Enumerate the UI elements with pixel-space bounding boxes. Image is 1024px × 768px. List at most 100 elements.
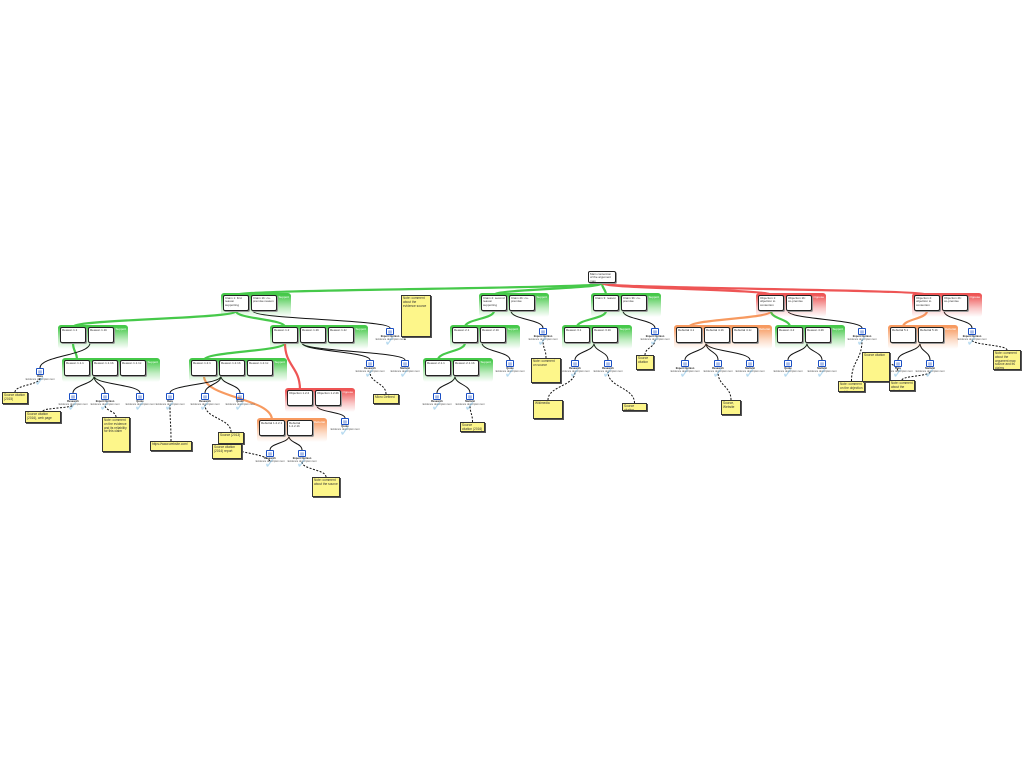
- note-card[interactable]: Note: comment about the source: [312, 477, 340, 497]
- claim-box[interactable]: Reason 2.1b: [480, 327, 506, 343]
- claim-box[interactable]: Rebuttal 5.1: [890, 327, 916, 343]
- evidence-type: Expert Opinion: [95, 400, 115, 403]
- group-type-label: Support: [648, 295, 659, 299]
- note-card[interactable]: Note: comment on the evidence and its re…: [102, 417, 130, 452]
- note-connector: [469, 404, 473, 423]
- note-card[interactable]: Wikimedia: [533, 400, 563, 419]
- claim-box[interactable]: Reason 2.1.1: [425, 360, 451, 376]
- note-card[interactable]: Source citation (2016) report: [460, 422, 485, 432]
- evidence-type: Data: [37, 375, 43, 378]
- checkmark-icon: ✓: [679, 365, 691, 381]
- checkmark-icon: ✓: [99, 398, 111, 414]
- claim-box[interactable]: Objection 2b: co-premise: [942, 295, 968, 311]
- claim-box[interactable]: Rebuttal 4.1c: [732, 327, 758, 343]
- claim-box[interactable]: Objection 1.2.2: [287, 390, 313, 406]
- note-card[interactable]: Note: comment on source: [531, 358, 561, 383]
- claim-box[interactable]: Reason 1.2.1b: [219, 360, 245, 376]
- note-card[interactable]: Source citation: [622, 403, 647, 411]
- checkmark-icon: ✓: [712, 365, 724, 381]
- note-card[interactable]: Note: comment about the argument map sou…: [993, 350, 1021, 370]
- claim-box[interactable]: Rebuttal 4.1: [676, 327, 702, 343]
- claim-box[interactable]: Reason 1.2b: [300, 327, 326, 343]
- claim-box[interactable]: Claim 3: reason: [593, 295, 619, 311]
- note-card[interactable]: Note: comment about the objection: [889, 380, 915, 391]
- claim-box[interactable]: Rebuttal 1.2.2.1: [259, 420, 285, 436]
- claim-box[interactable]: Reason 4.2: [777, 327, 803, 343]
- claim-box[interactable]: Reason 1.2c: [328, 327, 354, 343]
- claim-box[interactable]: Rebuttal 5.1b: [918, 327, 944, 343]
- claim-box[interactable]: Reason 3.1: [564, 327, 590, 343]
- claim-box[interactable]: Rebuttal 4.1b: [704, 327, 730, 343]
- evidence-type: Research: [602, 367, 614, 370]
- note-card[interactable]: Source citation: [636, 355, 654, 370]
- claim-box[interactable]: Reason 1.1: [60, 327, 86, 343]
- claim-box[interactable]: Reason 1.2.1: [191, 360, 217, 376]
- claim-box[interactable]: Claim 1: first reason supporting: [223, 295, 249, 311]
- claim-box[interactable]: Objection 2: objection to contention: [914, 295, 940, 311]
- checkmark-icon: ✓: [569, 365, 581, 381]
- claim-box[interactable]: Objection 1.2.2b: [315, 390, 341, 406]
- claim-box[interactable]: Reason 4.2b: [805, 327, 831, 343]
- evidence-icon: ▤: [433, 393, 441, 400]
- claim-box[interactable]: Claim 2b: co-premise: [509, 295, 535, 311]
- claim-box[interactable]: Objection 1: objection to contention: [758, 295, 784, 311]
- note-card[interactable]: Source citation (2014) report: [212, 444, 242, 459]
- note-card[interactable]: Micro Defined: [373, 394, 399, 404]
- evidence-type: Research: [569, 367, 581, 370]
- claim-box[interactable]: Objection 1b: co-premise: [786, 295, 812, 311]
- claim-box[interactable]: Claim 3b: co-premise: [621, 295, 647, 311]
- claim-box[interactable]: Reason 1.1b: [88, 327, 114, 343]
- claim-box[interactable]: Claim 2: second reason supporting: [481, 295, 507, 311]
- note-card[interactable]: Note: comment about the evidence source: [401, 295, 431, 337]
- claim-box[interactable]: Reason 3.1b: [592, 327, 618, 343]
- claim-box[interactable]: Reason 1.2.1c: [247, 360, 273, 376]
- note-card[interactable]: Source citation: [862, 352, 890, 382]
- claim-box[interactable]: Reason 2.1: [452, 327, 478, 343]
- claim-box[interactable]: Reason 1.1.1: [64, 360, 90, 376]
- claim-box[interactable]: Claim 1b: co-premise reason: [251, 295, 277, 311]
- note-card[interactable]: Note: comment on the objection and its e…: [838, 381, 865, 392]
- note-connector: [301, 461, 327, 478]
- claim-box[interactable]: Reason 1.1.1c: [120, 360, 146, 376]
- claim-box[interactable]: Reason 2.1.1b: [453, 360, 479, 376]
- claim-box[interactable]: Rebuttal 1.2.2.1b: [287, 420, 313, 436]
- evidence-icon: ▤: [784, 360, 792, 367]
- note-card[interactable]: Source (2013): [218, 432, 244, 444]
- main-contention[interactable]: Main contention of the argument map: [588, 271, 616, 283]
- claim-box[interactable]: Reason 1.2: [272, 327, 298, 343]
- note-card[interactable]: Source, Website: [721, 400, 741, 415]
- note-card[interactable]: Source citation (2015): [2, 392, 28, 404]
- claim-box[interactable]: Reason 1.1.1b: [92, 360, 118, 376]
- note-card[interactable]: https://www.website.com/: [150, 441, 192, 451]
- note-card[interactable]: Source citation (2016), web page: [25, 411, 61, 423]
